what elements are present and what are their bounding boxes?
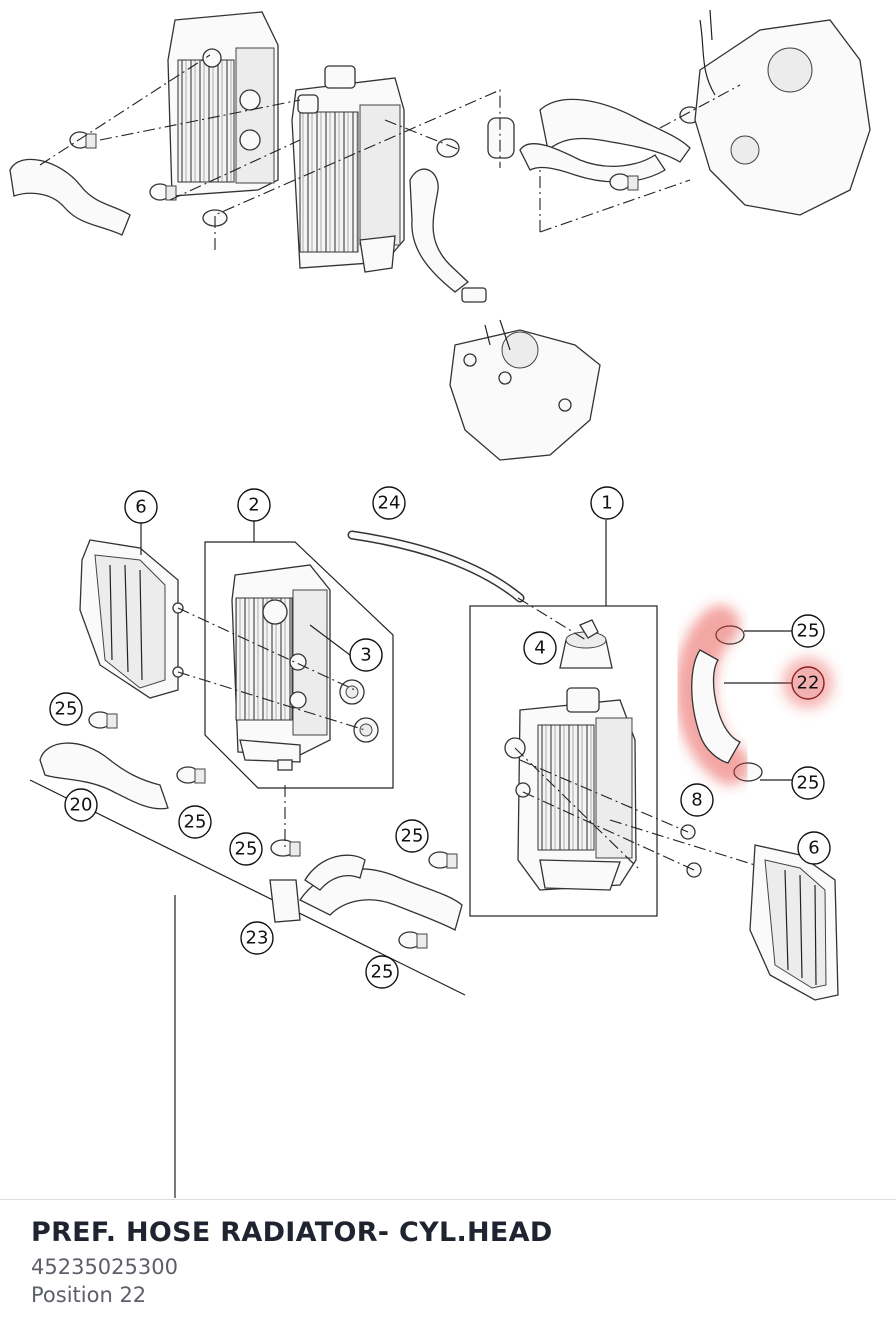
overflow-hose xyxy=(347,530,525,603)
radiator-shroud-left xyxy=(79,539,184,699)
overview-hose-right-lower xyxy=(519,143,666,183)
part-position: Position 22 xyxy=(31,1283,147,1307)
callout-label: 25 xyxy=(371,962,394,983)
overview-right-radiator xyxy=(291,65,405,273)
callout-label: 25 xyxy=(235,839,258,860)
info-divider xyxy=(0,1199,896,1200)
callout-label: 6 xyxy=(808,838,819,859)
part-title: PREF. HOSE RADIATOR- CYL.HEAD xyxy=(31,1217,553,1248)
radiator-right-group xyxy=(469,605,658,917)
callout-label: 20 xyxy=(70,795,93,816)
overview-hose-stub xyxy=(487,117,515,159)
overview-engine-case xyxy=(694,9,871,216)
callout-label: 8 xyxy=(691,790,702,811)
hose-20 xyxy=(39,742,169,810)
callout-25-e[interactable]: 25 xyxy=(365,955,399,989)
callout-label: 25 xyxy=(797,621,820,642)
callout-8[interactable]: 8 xyxy=(680,783,714,817)
part-info-panel: PREF. HOSE RADIATOR- CYL.HEAD 4523502530… xyxy=(31,1213,871,1309)
overview-cylinder xyxy=(449,287,601,461)
hose-23 xyxy=(269,854,463,931)
radiator-cap xyxy=(559,619,613,669)
overview-clamps-left xyxy=(69,131,228,227)
radiator-left-group xyxy=(204,541,394,789)
callout-label: 4 xyxy=(534,638,545,659)
overview-hose-right xyxy=(539,98,691,163)
callout-2[interactable]: 2 xyxy=(237,488,271,522)
part-number: 45235025300 xyxy=(31,1255,178,1279)
overview-assembly xyxy=(9,9,871,461)
callout-label: 25 xyxy=(184,812,207,833)
callout-24[interactable]: 24 xyxy=(372,486,406,520)
hose-22-highlighted xyxy=(675,605,750,785)
callout-23[interactable]: 23 xyxy=(240,921,274,955)
callout-25-a[interactable]: 25 xyxy=(49,692,83,726)
callout-label: 25 xyxy=(55,699,78,720)
callout-label: 2 xyxy=(248,495,259,516)
callout-6-right[interactable]: 6 xyxy=(797,831,831,865)
callout-6-left[interactable]: 6 xyxy=(124,490,158,524)
callout-25-d[interactable]: 25 xyxy=(395,819,429,853)
callout-25-g[interactable]: 25 xyxy=(791,766,825,800)
callout-22[interactable]: 22 xyxy=(791,666,825,700)
callout-label: 24 xyxy=(378,493,401,514)
leader-dash-lines xyxy=(177,597,756,871)
radiator-shroud-right xyxy=(749,844,839,1001)
callout-label: 23 xyxy=(246,928,269,949)
callout-1[interactable]: 1 xyxy=(590,486,624,520)
callout-label: 22 xyxy=(797,673,820,694)
leader-lines xyxy=(140,520,793,781)
overview-clamps-right xyxy=(436,106,701,191)
callout-label: 3 xyxy=(360,645,371,666)
overview-leader-lines xyxy=(39,54,741,250)
overview-hose-left xyxy=(9,158,131,236)
callout-label: 6 xyxy=(135,497,146,518)
exploded-parts-diagram: 1 2 3 4 6 6 8 20 22 23 24 25 25 25 25 25… xyxy=(9,9,871,1198)
grommets xyxy=(339,679,379,743)
callout-4[interactable]: 4 xyxy=(523,631,557,665)
callout-3[interactable]: 3 xyxy=(349,638,383,672)
callout-25-f[interactable]: 25 xyxy=(791,614,825,648)
overview-hose-center xyxy=(409,168,470,293)
callout-25-b[interactable]: 25 xyxy=(178,805,212,839)
callout-label: 25 xyxy=(401,826,424,847)
callout-label: 25 xyxy=(797,773,820,794)
callout-20[interactable]: 20 xyxy=(64,788,98,822)
overview-left-radiator xyxy=(167,11,279,197)
callout-25-c[interactable]: 25 xyxy=(229,832,263,866)
callout-label: 1 xyxy=(601,493,612,514)
